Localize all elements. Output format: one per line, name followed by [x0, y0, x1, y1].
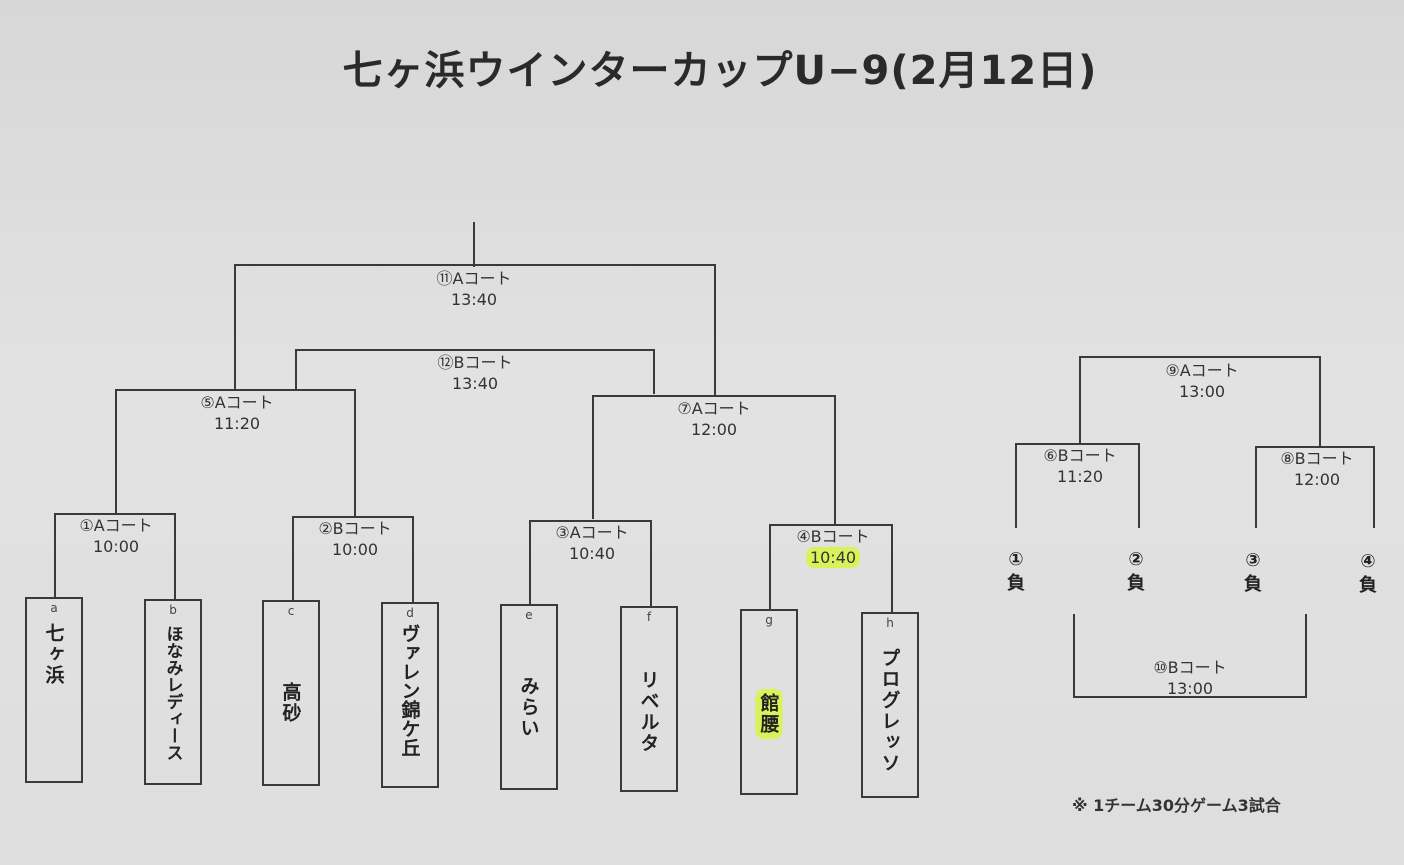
match-1: ①Aコート 10:00	[66, 515, 166, 557]
match-8: ⑧Bコート 12:00	[1267, 448, 1367, 490]
team-box-b: b ほなみレディース	[144, 599, 202, 785]
team-name: 高砂	[279, 682, 302, 724]
match-2: ②Bコート 10:00	[305, 518, 405, 560]
team-key: c	[287, 604, 295, 618]
team-key: e	[525, 608, 533, 622]
loser-label: 負	[1359, 575, 1377, 596]
loser-1: ① 負	[996, 548, 1036, 596]
match-2-court: ②Bコート	[318, 519, 392, 538]
team-box-d: d ヴァレン錦ケ丘	[381, 602, 439, 788]
team-key: d	[406, 606, 414, 620]
loser-label: 負	[1244, 574, 1262, 595]
bracket-line-m6	[1015, 443, 1140, 528]
match-11: ⑪Aコート 13:40	[424, 268, 524, 310]
match-9-court: ⑨Aコート	[1165, 361, 1239, 380]
team-box-e: e みらい	[500, 604, 558, 790]
team-name: みらい	[517, 676, 540, 739]
match-11-court: ⑪Aコート	[436, 269, 512, 288]
loser-2: ② 負	[1116, 548, 1156, 596]
match-10: ⑩Bコート 13:00	[1140, 657, 1240, 699]
bracket-line-m7	[592, 395, 836, 525]
team-box-h: h プログレッソ	[861, 612, 919, 798]
match-11-time: 13:40	[450, 290, 498, 309]
bracket-line-m11	[234, 264, 716, 397]
loser-label: 負	[1127, 573, 1145, 594]
match-4-time: 10:40	[805, 547, 861, 568]
match-4-court: ④Bコート	[796, 527, 870, 546]
match-5-time: 11:20	[213, 414, 261, 433]
match-6: ⑥Bコート 11:20	[1030, 445, 1130, 487]
bracket-line-m3	[529, 520, 652, 606]
loser-num: ③	[1245, 550, 1261, 571]
team-key: f	[646, 610, 652, 624]
match-6-time: 11:20	[1056, 467, 1104, 486]
team-name: リベルタ	[637, 670, 660, 754]
match-2-time: 10:00	[331, 540, 379, 559]
team-name: 館腰	[755, 689, 783, 739]
team-box-c: c 高砂	[262, 600, 320, 786]
match-12: ⑫Bコート 13:40	[425, 352, 525, 394]
match-5-court: ⑤Aコート	[200, 393, 274, 412]
loser-4: ④ 負	[1348, 550, 1388, 598]
match-9: ⑨Aコート 13:00	[1152, 360, 1252, 402]
match-9-time: 13:00	[1178, 382, 1226, 401]
loser-num: ④	[1360, 551, 1376, 572]
match-7-time: 12:00	[690, 420, 738, 439]
match-3-time: 10:40	[568, 544, 616, 563]
team-key: h	[886, 616, 894, 630]
match-10-court: ⑩Bコート	[1153, 658, 1227, 677]
bracket-line-m4	[769, 524, 893, 612]
team-key: a	[50, 601, 58, 615]
footnote: ※ 1チーム30分ゲーム3試合	[1072, 796, 1281, 815]
match-7-court: ⑦Aコート	[677, 399, 751, 418]
bracket-line-m5	[115, 389, 356, 516]
team-name: ヴァレン錦ケ丘	[398, 624, 421, 757]
match-1-court: ①Aコート	[79, 516, 153, 535]
match-12-time: 13:40	[451, 374, 499, 393]
bracket-line-m2	[292, 516, 414, 602]
page-title: 七ヶ浜ウインターカップU−9(2月12日)	[342, 48, 1098, 94]
loser-3: ③ 負	[1233, 549, 1273, 597]
match-12-court: ⑫Bコート	[437, 353, 513, 372]
bracket-line-m8	[1255, 446, 1375, 528]
match-3-court: ③Aコート	[555, 523, 629, 542]
bracket-line-m10	[1073, 614, 1307, 698]
loser-num: ①	[1008, 549, 1024, 570]
match-7: ⑦Aコート 12:00	[664, 398, 764, 440]
loser-label: 負	[1007, 573, 1025, 594]
match-5: ⑤Aコート 11:20	[187, 392, 287, 434]
match-4: ④Bコート 10:40	[783, 526, 883, 568]
loser-num: ②	[1128, 549, 1144, 570]
team-name: ほなみレディース	[162, 625, 183, 761]
bracket-line-m9	[1079, 356, 1321, 447]
team-box-g: g 館腰	[740, 609, 798, 795]
match-8-court: ⑧Bコート	[1280, 449, 1354, 468]
match-3: ③Aコート 10:40	[542, 522, 642, 564]
team-key: b	[169, 603, 177, 617]
team-box-f: f リベルタ	[620, 606, 678, 792]
bracket-line-m1	[54, 513, 176, 599]
team-box-a: a 七ヶ浜	[25, 597, 83, 783]
match-10-time: 13:00	[1166, 679, 1214, 698]
team-name: プログレッソ	[878, 648, 901, 774]
match-6-court: ⑥Bコート	[1043, 446, 1117, 465]
bracket-line-m12	[295, 349, 655, 394]
team-key: g	[765, 613, 773, 627]
team-name: 七ヶ浜	[42, 623, 65, 686]
match-8-time: 12:00	[1293, 470, 1341, 489]
match-1-time: 10:00	[92, 537, 140, 556]
